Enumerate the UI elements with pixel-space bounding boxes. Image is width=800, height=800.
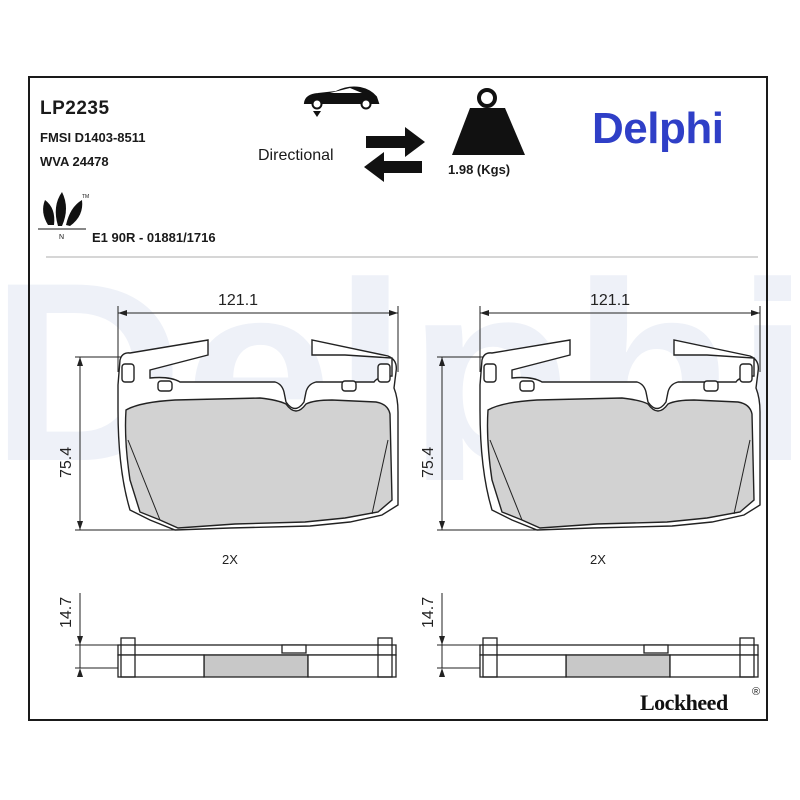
eco-leaves-icon: N TM <box>38 192 89 241</box>
right-height-dimension: 75.4 <box>420 446 437 478</box>
delphi-logo: Delphi <box>592 104 724 153</box>
approval-number: E1 90R - 01881/1716 <box>92 230 216 245</box>
wva-code: WVA 24478 <box>40 154 109 169</box>
svg-text:N: N <box>59 234 64 241</box>
car-icon <box>303 86 380 117</box>
right-side-view <box>437 593 759 678</box>
left-quantity: 2X <box>222 552 238 567</box>
drawing-frame <box>28 76 768 721</box>
right-pad-drawing <box>437 306 761 531</box>
weight-icon <box>452 88 525 155</box>
directional-label: Directional <box>258 147 334 164</box>
left-side-view <box>75 593 397 678</box>
left-height-dimension: 75.4 <box>58 446 75 478</box>
left-thickness-dimension: 14.7 <box>58 596 75 628</box>
svg-text:TM: TM <box>82 194 89 200</box>
lockheed-logo: Lockheed <box>640 690 728 715</box>
fmsi-code: FMSI D1403-8511 <box>40 130 146 145</box>
right-width-dimension: 121.1 <box>590 292 631 309</box>
registered-mark: ® <box>752 686 761 698</box>
part-number: LP2235 <box>40 98 110 119</box>
weight-value: 1.98 (Kgs) <box>448 162 511 177</box>
left-width-dimension: 121.1 <box>218 292 259 309</box>
left-pad-drawing <box>75 306 399 531</box>
right-quantity: 2X <box>590 552 606 567</box>
directional-arrows-icon <box>364 127 425 182</box>
right-thickness-dimension: 14.7 <box>420 596 437 628</box>
